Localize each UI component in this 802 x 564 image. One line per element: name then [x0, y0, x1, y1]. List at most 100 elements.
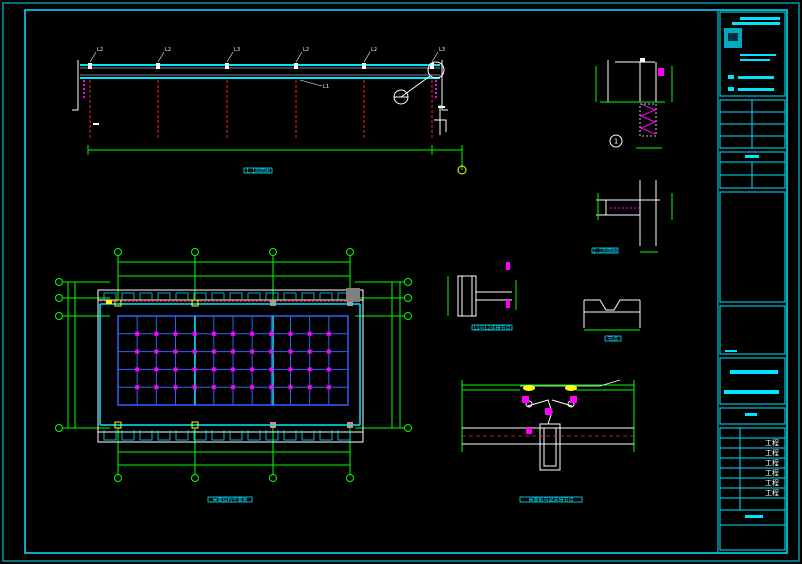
- purlin-mark: [294, 63, 298, 69]
- grid-node: [307, 385, 312, 390]
- member-tag: L2: [303, 47, 309, 53]
- member-tag: L2: [97, 47, 103, 53]
- leader-line: [89, 51, 97, 63]
- stamp-mark: 工程: [765, 438, 779, 447]
- plan-drawing: 屋面结构平面图: [55, 248, 412, 504]
- edge-bracket: [247, 292, 261, 300]
- edge-bracket: [283, 292, 297, 300]
- edge-bracket: [103, 292, 117, 300]
- grid-node: [211, 331, 216, 336]
- grid-node: [211, 349, 216, 354]
- grid-node: [326, 367, 331, 372]
- grid-node: [154, 331, 159, 336]
- grid-node: [288, 385, 293, 390]
- edge-bracket: [319, 430, 333, 441]
- grid-node: [192, 367, 197, 372]
- grid-node: [231, 367, 235, 372]
- grid-node: [269, 385, 274, 390]
- edge-bracket: [121, 292, 135, 300]
- leader-line: [299, 79, 323, 87]
- grid-node: [326, 349, 331, 354]
- leader-line: [431, 51, 439, 63]
- edge-bracket: [229, 430, 243, 441]
- edge-bracket: [139, 430, 153, 441]
- edge-bracket: [319, 292, 333, 300]
- edge-bracket: [193, 292, 207, 300]
- edge-bracket: [265, 292, 279, 300]
- grid-node: [250, 367, 255, 372]
- edge-bracket: [283, 430, 297, 441]
- edge-bracket: [175, 292, 189, 300]
- edge-bracket: [157, 430, 171, 441]
- section-detail-1: 1: [595, 58, 673, 149]
- grid-node: [192, 385, 197, 390]
- grid-node: [173, 349, 178, 354]
- grid-node: [173, 367, 178, 372]
- title-block-text-bars: [724, 17, 780, 518]
- edge-bracket: [337, 430, 351, 441]
- purlin-mark: [88, 63, 92, 69]
- leader-line: [295, 51, 303, 63]
- roof-beam-detail: 屋面板与梁连接节点: [461, 379, 635, 504]
- member-tag: L3: [234, 47, 240, 53]
- elevation-caption: 1-1剖面图: [246, 168, 270, 175]
- grid-node: [154, 367, 159, 372]
- stamp-mark: 工程: [765, 478, 779, 487]
- plan-edge-brackets: [103, 292, 351, 441]
- purlin-mark: [156, 63, 160, 69]
- grid-node: [307, 349, 312, 354]
- joint-detail-caption: L1与L2连接节点: [473, 325, 510, 332]
- edge-bracket: [301, 292, 315, 300]
- grid-node: [231, 385, 235, 390]
- grid-node: [173, 385, 178, 390]
- grid-node: [135, 331, 140, 336]
- grid-node: [231, 331, 235, 336]
- grid-node: [250, 331, 255, 336]
- grid-node: [154, 385, 159, 390]
- title-block: [717, 9, 788, 554]
- node-detail: 节点: [583, 299, 641, 343]
- edge-bracket: [265, 430, 279, 441]
- member-tag: L2: [371, 47, 377, 53]
- section-2-caption: 2-2剖面图: [593, 248, 617, 255]
- joint-detail: L1与L2连接节点: [447, 262, 517, 332]
- grid-node: [135, 349, 140, 354]
- grid-node: [307, 367, 312, 372]
- member-tag: L3: [439, 47, 445, 53]
- edge-bracket: [103, 430, 117, 441]
- edge-bracket: [301, 430, 315, 441]
- node-detail-caption: 节点: [608, 337, 618, 343]
- grid-node: [154, 349, 159, 354]
- elevation-section-marks: [393, 61, 467, 175]
- edge-bracket: [211, 292, 225, 300]
- roof-beam-detail-caption: 屋面板与梁连接节点: [528, 497, 573, 504]
- edge-bracket: [175, 430, 189, 441]
- grid-node: [211, 367, 216, 372]
- grid-node: [173, 331, 178, 336]
- leader-line: [363, 51, 371, 63]
- edge-bracket: [211, 430, 225, 441]
- grid-node: [135, 367, 140, 372]
- member-tag: L2: [165, 47, 171, 53]
- grid-node: [288, 349, 293, 354]
- purlin-mark: [362, 63, 366, 69]
- edge-bracket: [157, 292, 171, 300]
- detail-circle-mark: 1: [614, 138, 618, 146]
- edge-bracket: [121, 430, 135, 441]
- grid-node: [288, 331, 293, 336]
- grid-node: [269, 349, 274, 354]
- edge-bracket: [139, 292, 153, 300]
- edge-bracket: [193, 430, 207, 441]
- leader-line: [226, 51, 234, 63]
- grid-node: [326, 331, 331, 336]
- plan-beam-grid: [117, 315, 349, 406]
- leader-line: [157, 51, 165, 63]
- grid-node: [269, 331, 274, 336]
- grid-node: [211, 385, 216, 390]
- purlin-mark: [225, 63, 229, 69]
- stamp-mark: 工程: [765, 458, 779, 467]
- section-detail-2: 2-2剖面图: [591, 180, 673, 255]
